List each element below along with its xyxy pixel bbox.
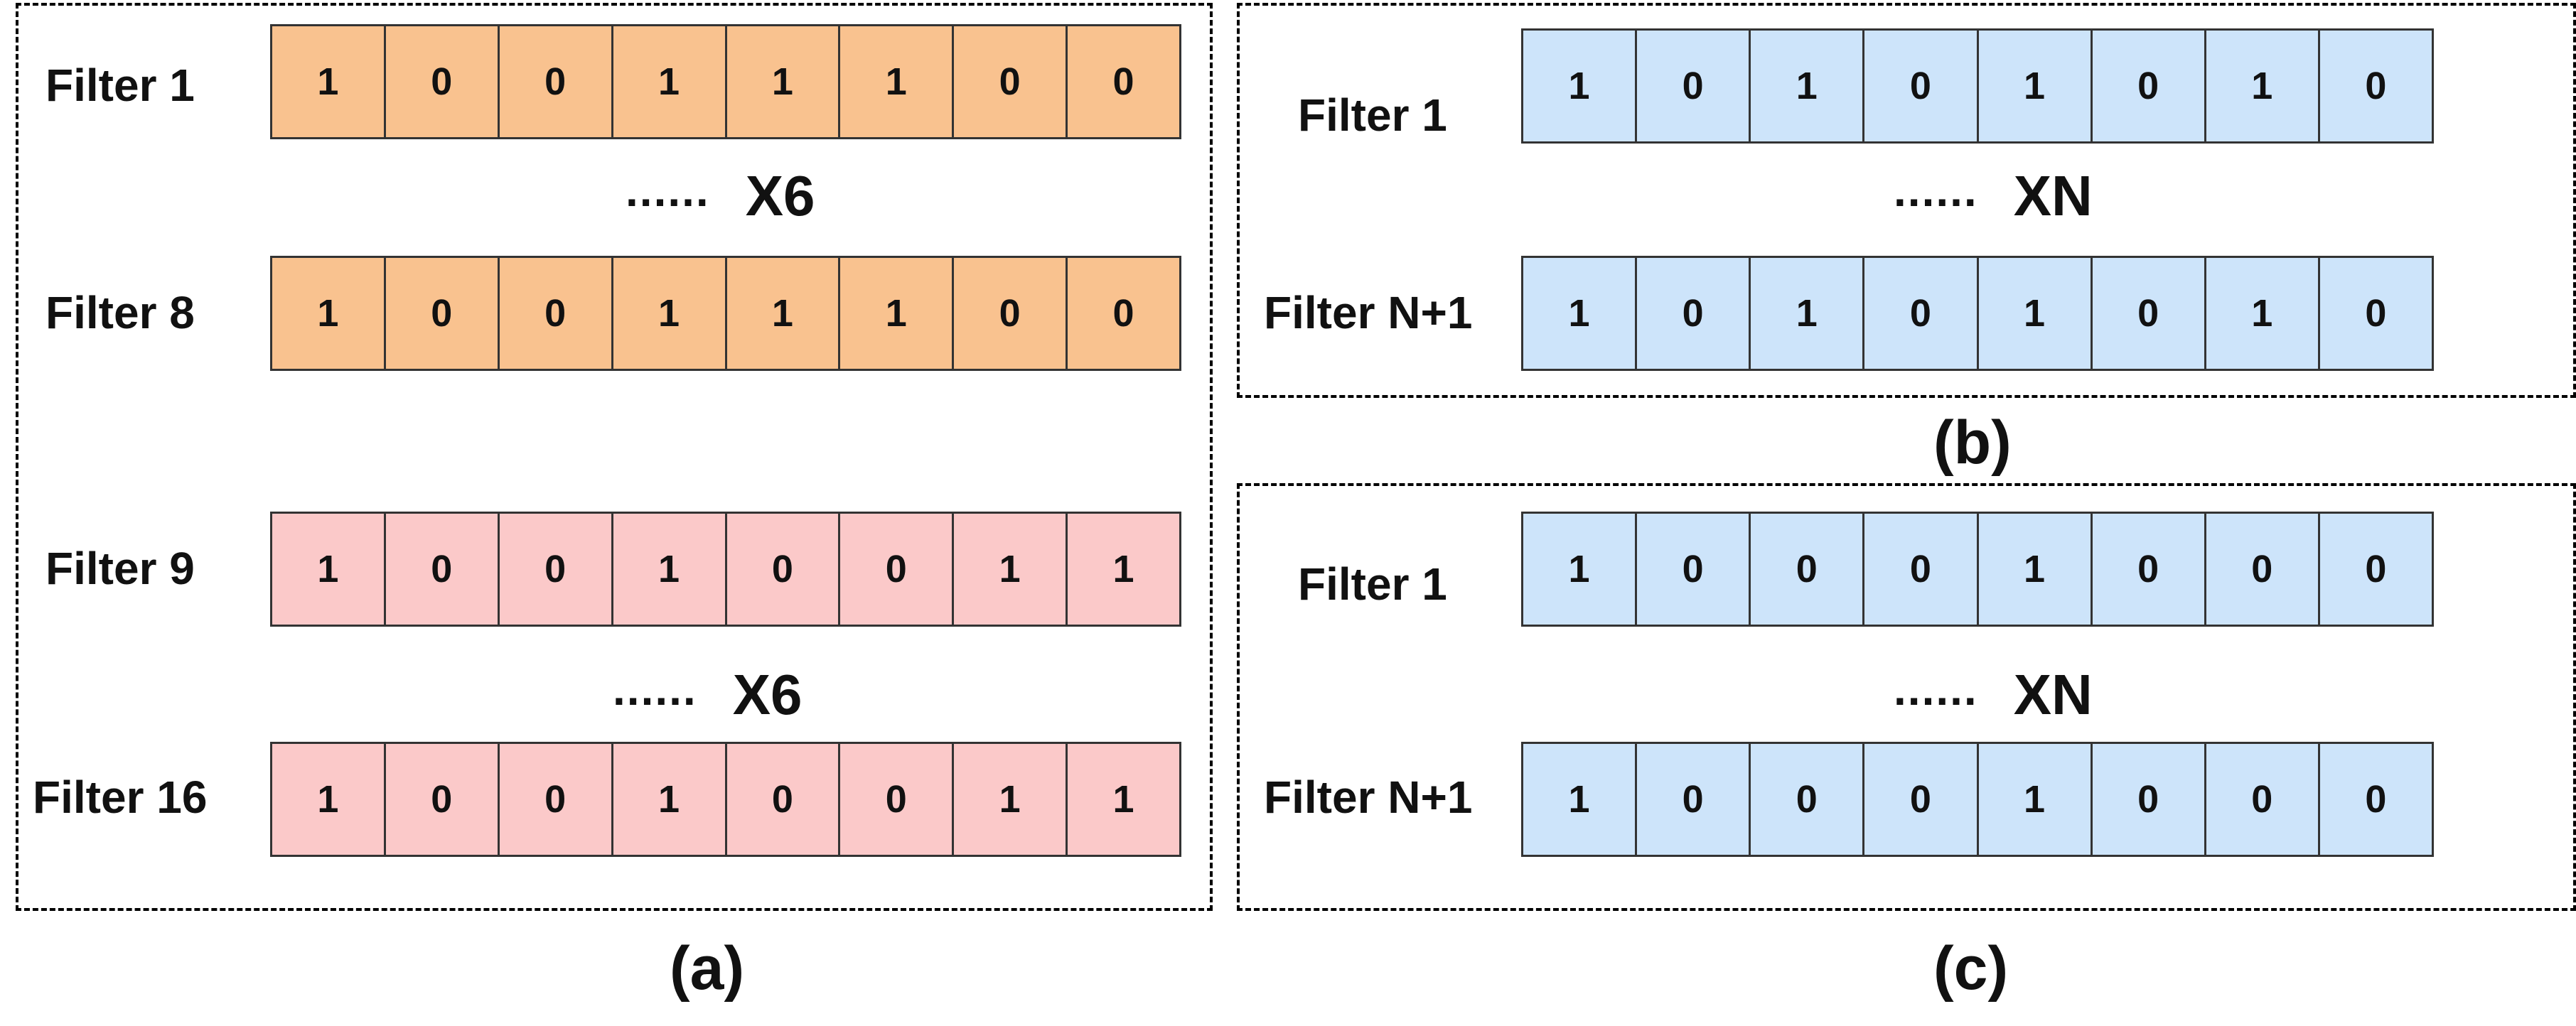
bit-cell: 0 <box>2319 514 2432 625</box>
filter-label-a-orange-first: Filter 1 <box>45 60 195 111</box>
bit-cell: 0 <box>499 514 613 625</box>
filter-label-a-pink-last: Filter 16 <box>33 772 208 823</box>
filter-row-a-pink-first: 1 0 0 1 0 0 1 1 <box>270 512 1181 627</box>
filter-label-a-pink-first: Filter 9 <box>45 543 195 594</box>
bit-cell: 1 <box>1751 258 1865 369</box>
bit-cell: 1 <box>1978 514 2093 625</box>
repeat-count: X6 <box>732 663 803 726</box>
ellipsis-dots: ...... <box>1894 165 1978 216</box>
bit-cell: 1 <box>2206 258 2320 369</box>
bit-cell: 0 <box>726 514 841 625</box>
repeat-count: XN <box>2013 164 2093 227</box>
bit-cell: 1 <box>1523 514 1638 625</box>
bit-cell: 0 <box>1864 514 1979 625</box>
ellipsis-dots: ...... <box>613 664 697 715</box>
bit-cell: 1 <box>272 744 386 855</box>
bit-cell: 1 <box>1978 31 2093 141</box>
bit-cell: 1 <box>954 744 1068 855</box>
bit-cell: 1 <box>1068 514 1179 625</box>
bit-cell: 0 <box>1637 31 1751 141</box>
repeat-marker-c: ...... XN <box>1894 666 2093 723</box>
bit-cell: 1 <box>1751 31 1865 141</box>
repeat-marker-b: ...... XN <box>1894 168 2093 225</box>
ellipsis-dots: ...... <box>1894 664 1978 715</box>
repeat-count: X6 <box>745 164 815 227</box>
bit-cell: 1 <box>613 26 727 137</box>
filter-row-a-pink-last: 1 0 0 1 0 0 1 1 <box>270 742 1181 857</box>
bit-cell: 0 <box>954 26 1068 137</box>
bit-cell: 1 <box>954 514 1068 625</box>
bit-cell: 0 <box>2092 258 2206 369</box>
bit-cell: 1 <box>840 258 955 369</box>
bit-cell: 0 <box>499 26 613 137</box>
bit-cell: 1 <box>272 26 386 137</box>
bit-cell: 0 <box>2206 744 2320 855</box>
bit-cell: 1 <box>1523 744 1638 855</box>
bit-cell: 0 <box>2092 744 2206 855</box>
bit-cell: 1 <box>1523 31 1638 141</box>
filter-row-c-first: 1 0 0 0 1 0 0 0 <box>1521 512 2434 627</box>
bit-cell: 1 <box>726 258 841 369</box>
filter-row-a-orange-first: 1 0 0 1 1 1 0 0 <box>270 24 1181 139</box>
bit-cell: 0 <box>385 744 500 855</box>
bit-cell: 0 <box>2319 258 2432 369</box>
caption-c: (c) <box>1933 934 2009 1003</box>
bit-cell: 0 <box>499 258 613 369</box>
bit-cell: 0 <box>1068 258 1179 369</box>
filter-label-c-first: Filter 1 <box>1298 558 1447 610</box>
bit-cell: 0 <box>1637 514 1751 625</box>
bit-cell: 0 <box>726 744 841 855</box>
bit-cell: 1 <box>613 258 727 369</box>
bit-cell: 0 <box>840 744 955 855</box>
filter-row-a-orange-last: 1 0 0 1 1 1 0 0 <box>270 256 1181 371</box>
bit-cell: 0 <box>2319 31 2432 141</box>
repeat-marker-a-pink: ...... X6 <box>613 666 803 723</box>
filter-row-b-first: 1 0 1 0 1 0 1 0 <box>1521 28 2434 144</box>
bit-cell: 0 <box>2092 514 2206 625</box>
filter-row-c-last: 1 0 0 0 1 0 0 0 <box>1521 742 2434 857</box>
caption-b: (b) <box>1933 409 2012 477</box>
bit-cell: 0 <box>385 514 500 625</box>
bit-cell: 0 <box>385 26 500 137</box>
caption-a: (a) <box>670 934 745 1003</box>
bit-cell: 0 <box>499 744 613 855</box>
bit-cell: 0 <box>1864 258 1979 369</box>
bit-cell: 1 <box>2206 31 2320 141</box>
bit-cell: 1 <box>272 258 386 369</box>
filter-label-c-last: Filter N+1 <box>1264 772 1473 823</box>
bit-cell: 0 <box>385 258 500 369</box>
filter-row-b-last: 1 0 1 0 1 0 1 0 <box>1521 256 2434 371</box>
bit-cell: 1 <box>840 26 955 137</box>
filter-label-b-last: Filter N+1 <box>1264 287 1473 338</box>
bit-cell: 1 <box>272 514 386 625</box>
bit-cell: 0 <box>2092 31 2206 141</box>
bit-cell: 1 <box>1068 744 1179 855</box>
bit-cell: 1 <box>726 26 841 137</box>
bit-cell: 0 <box>2319 744 2432 855</box>
panel-a-border <box>16 3 1213 911</box>
bit-cell: 0 <box>1864 744 1979 855</box>
repeat-count: XN <box>2013 663 2093 726</box>
bit-cell: 1 <box>613 744 727 855</box>
bit-cell: 1 <box>1523 258 1638 369</box>
bit-cell: 0 <box>1637 258 1751 369</box>
bit-cell: 0 <box>840 514 955 625</box>
repeat-marker-a-orange: ...... X6 <box>626 168 815 225</box>
filter-label-b-first: Filter 1 <box>1298 90 1447 141</box>
bit-cell: 0 <box>2206 514 2320 625</box>
bit-cell: 1 <box>1978 744 2093 855</box>
bit-cell: 0 <box>1068 26 1179 137</box>
panel-c-border <box>1237 483 2576 911</box>
bit-cell: 1 <box>613 514 727 625</box>
bit-cell: 1 <box>1978 258 2093 369</box>
panel-b-border <box>1237 3 2576 398</box>
filter-label-a-orange-last: Filter 8 <box>45 287 195 338</box>
bit-cell: 0 <box>1751 744 1865 855</box>
bit-cell: 0 <box>1864 31 1979 141</box>
bit-cell: 0 <box>954 258 1068 369</box>
bit-cell: 0 <box>1637 744 1751 855</box>
bit-cell: 0 <box>1751 514 1865 625</box>
ellipsis-dots: ...... <box>626 165 710 216</box>
